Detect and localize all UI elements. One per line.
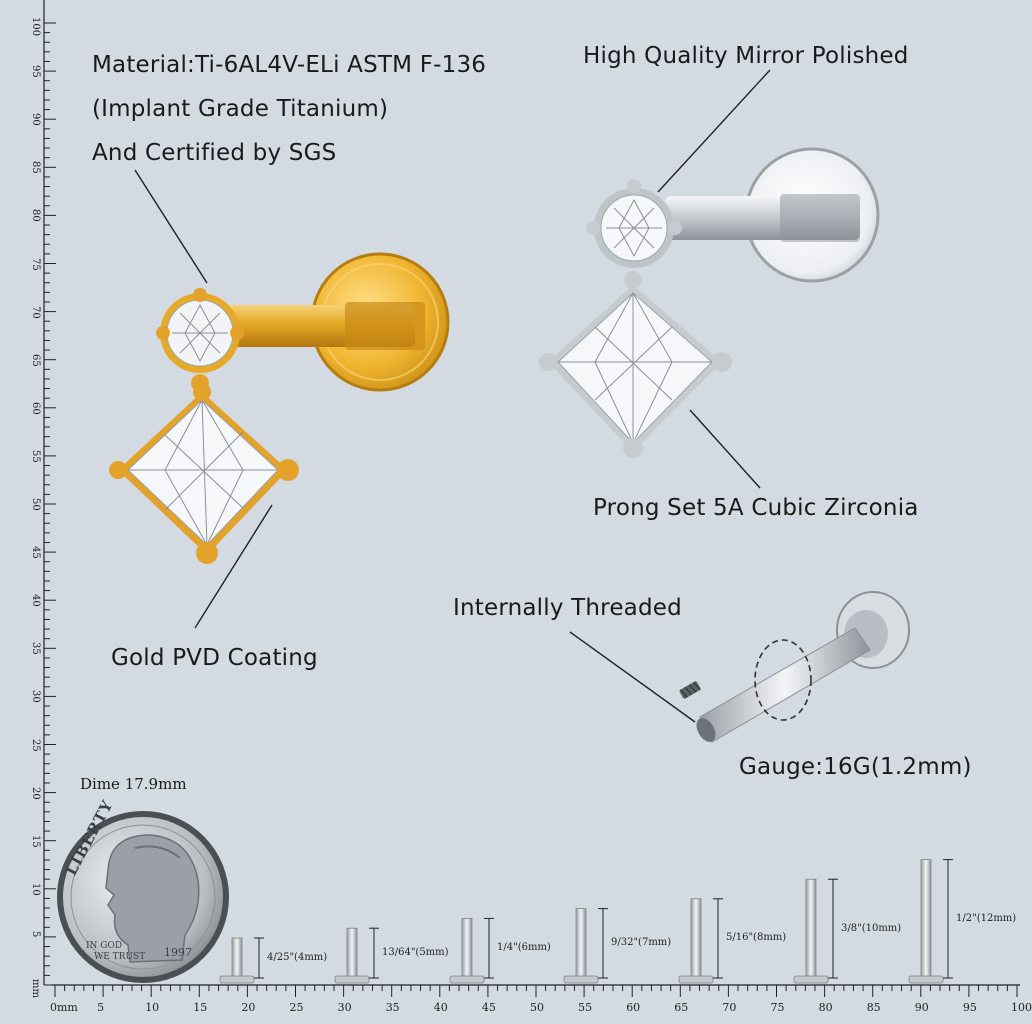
coin-motto-line2: WE TRUST bbox=[94, 952, 146, 962]
post-disc bbox=[449, 975, 485, 984]
v-tick-label: 70 bbox=[30, 305, 41, 319]
length-post bbox=[690, 898, 702, 979]
v-tick-label: 75 bbox=[30, 257, 41, 271]
h-tick-label: 60 bbox=[626, 1001, 641, 1014]
coin-motto-line1: IN GOD bbox=[86, 941, 123, 951]
length-label: 13/64"(5mm) bbox=[382, 947, 449, 959]
v-tick-label: 15 bbox=[30, 834, 41, 848]
h-tick-label: 80 bbox=[818, 1001, 833, 1014]
threaded-post bbox=[679, 591, 910, 743]
h-tick-label: 100 bbox=[1011, 1001, 1032, 1014]
v-tick-label: 80 bbox=[30, 209, 41, 223]
v-tick-label: 100 bbox=[30, 17, 41, 37]
h-tick-label: 35 bbox=[385, 1001, 400, 1014]
v-tick-label: 90 bbox=[30, 113, 41, 126]
callout-lines bbox=[134, 69, 771, 723]
h-tick-label: 25 bbox=[289, 1001, 304, 1014]
post-disc bbox=[793, 975, 829, 984]
h-tick-label: 15 bbox=[193, 1001, 208, 1014]
mirror-polished-label: High Quality Mirror Polished bbox=[583, 43, 909, 69]
length-label: 9/32"(7mm) bbox=[611, 937, 672, 949]
v-tick-label: 65 bbox=[30, 353, 41, 367]
silver-labret-stud bbox=[539, 147, 880, 458]
length-post bbox=[346, 927, 358, 979]
v-tick-label: 30 bbox=[30, 690, 41, 704]
dime-label: Dime 17.9mm bbox=[80, 775, 187, 793]
length-post bbox=[805, 878, 817, 979]
length-post bbox=[920, 859, 932, 979]
post-disc bbox=[219, 975, 255, 984]
v-tick-label: 35 bbox=[30, 642, 41, 656]
post-disc bbox=[908, 975, 944, 984]
h-tick-label: 20 bbox=[241, 1001, 256, 1014]
h-tick-label: 95 bbox=[962, 1001, 977, 1014]
length-label: 1/2"(12mm) bbox=[956, 912, 1017, 924]
gold-pvd-label: Gold PVD Coating bbox=[111, 645, 318, 671]
material-label-line1: Material:Ti-6AL4V-ELi ASTM F-136 bbox=[92, 52, 487, 78]
length-posts bbox=[219, 859, 953, 984]
v-tick-label: 10 bbox=[30, 882, 41, 896]
gold-labret-stud bbox=[109, 252, 450, 564]
v-tick-label: 5 bbox=[30, 930, 41, 938]
vertical-ruler bbox=[43, 0, 56, 986]
h-tick-label: 30 bbox=[337, 1001, 352, 1014]
horizontal-ruler bbox=[52, 984, 1020, 997]
h-tick-label: 55 bbox=[578, 1001, 593, 1014]
internally-threaded-label: Internally Threaded bbox=[453, 595, 682, 621]
v-tick-label: mm bbox=[30, 979, 41, 998]
length-post bbox=[231, 937, 243, 979]
h-tick-label: 50 bbox=[530, 1001, 544, 1014]
length-post bbox=[461, 918, 473, 979]
post-disc bbox=[678, 975, 714, 984]
v-tick-label: 20 bbox=[30, 786, 41, 800]
h-tick-label: 65 bbox=[674, 1001, 689, 1014]
material-label-line2: (Implant Grade Titanium) bbox=[92, 96, 389, 122]
v-tick-label: 55 bbox=[30, 449, 41, 463]
h-tick-label: 85 bbox=[866, 1001, 881, 1014]
h-tick-label: 75 bbox=[770, 1001, 785, 1014]
material-label-line3: And Certified by SGS bbox=[92, 140, 337, 166]
dime-coin bbox=[57, 811, 229, 983]
v-tick-label: 45 bbox=[30, 546, 41, 559]
h-tick-label: 40 bbox=[433, 1001, 448, 1014]
post-disc bbox=[563, 975, 599, 984]
h-tick-label: 45 bbox=[481, 1001, 496, 1014]
h-tick-label: 70 bbox=[722, 1001, 737, 1014]
length-label: 4/25"(4mm) bbox=[267, 952, 328, 963]
length-label: 1/4"(6mm) bbox=[497, 942, 551, 954]
length-label: 5/16"(8mm) bbox=[726, 932, 787, 944]
h-tick-label: 10 bbox=[145, 1001, 160, 1014]
post-disc bbox=[334, 975, 370, 984]
prong-set-label: Prong Set 5A Cubic Zirconia bbox=[593, 495, 919, 521]
h-tick-label: 0mm bbox=[50, 1001, 78, 1014]
coin-year: 1997 bbox=[164, 946, 192, 959]
h-tick-label: 5 bbox=[97, 1001, 105, 1014]
v-tick-label: 60 bbox=[30, 401, 41, 415]
length-label: 3/8"(10mm) bbox=[841, 922, 902, 934]
v-tick-label: 50 bbox=[30, 498, 41, 511]
gauge-label: Gauge:16G(1.2mm) bbox=[739, 754, 972, 780]
v-tick-label: 25 bbox=[30, 738, 41, 752]
h-tick-label: 90 bbox=[914, 1001, 929, 1014]
v-tick-label: 40 bbox=[30, 594, 41, 607]
v-tick-label: 95 bbox=[30, 65, 41, 78]
v-tick-label: 85 bbox=[30, 161, 41, 175]
length-post bbox=[575, 908, 587, 979]
